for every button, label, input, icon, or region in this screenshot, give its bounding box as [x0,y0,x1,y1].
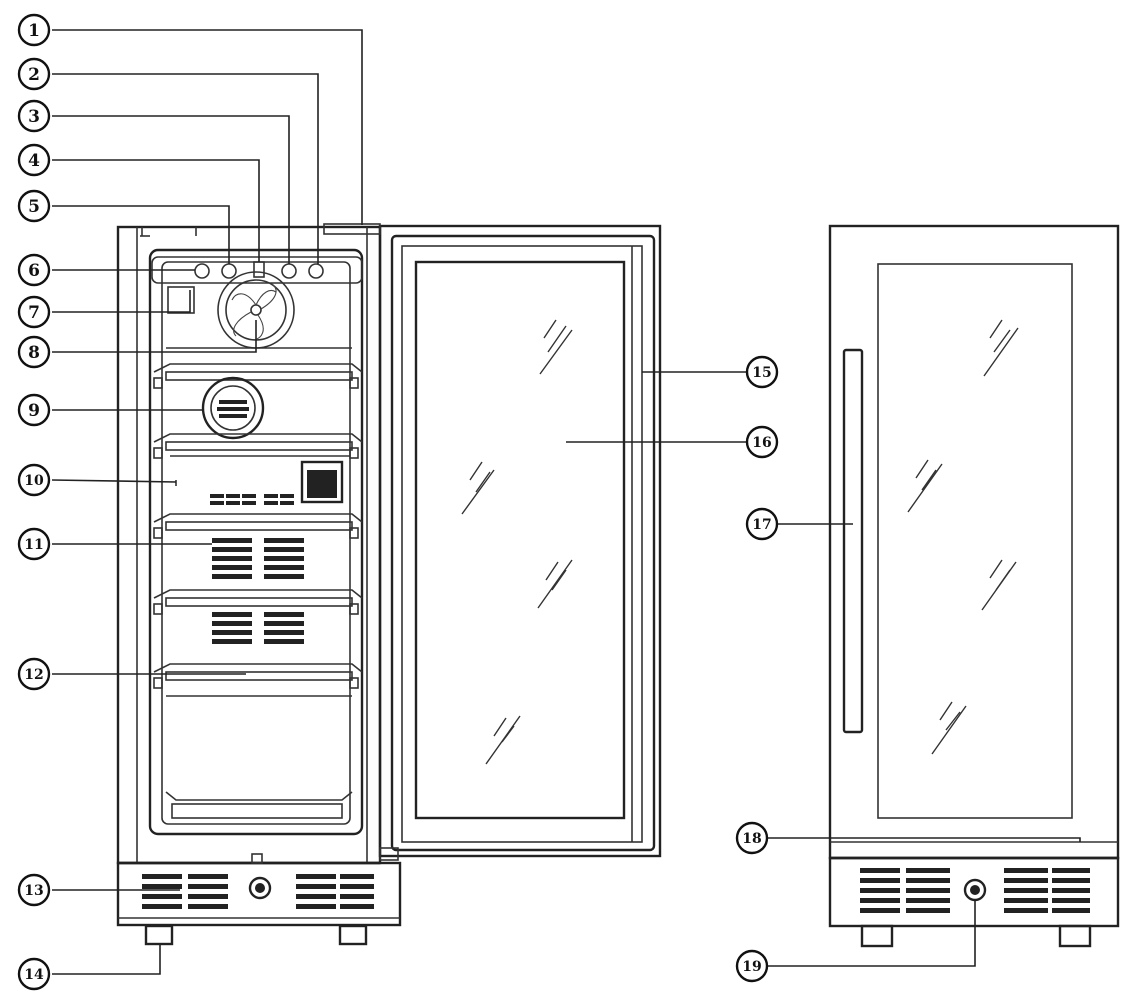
shelf-4 [153,589,363,615]
callout-6: 6 [17,253,51,287]
base-vent-grille [142,874,374,909]
callout-16: 16 [745,425,779,459]
callout-12: 12 [17,657,51,691]
svg-text:12: 12 [24,667,43,683]
lock-icon-right [963,878,987,902]
svg-text:4: 4 [28,151,40,171]
shelf-vent-grille-1 [212,538,304,579]
door-handle [842,348,864,734]
callout-7: 7 [17,295,51,329]
svg-text:7: 7 [28,303,40,323]
shelf-2 [153,433,363,459]
svg-text:13: 13 [24,883,43,899]
callout-4: 4 [17,143,51,177]
callout-5: 5 [17,189,51,223]
round-grille-icon [201,376,265,440]
svg-text:17: 17 [752,517,771,533]
callout-15: 15 [745,355,779,389]
open-door [323,223,662,861]
lock-icon [248,876,272,900]
top-hinge [323,223,381,235]
callout-19: 19 [735,949,769,983]
callout-11: 11 [17,527,51,561]
svg-text:10: 10 [24,473,44,489]
shelf-5 [153,663,363,689]
callout-10: 10 [17,463,51,497]
svg-text:19: 19 [742,959,761,975]
leader-lines [51,29,1081,975]
base-vent-grille-right [860,868,1090,913]
svg-text:18: 18 [742,831,761,847]
shelf-vent-grille-2 [212,612,304,644]
leveling-leg [144,924,174,946]
svg-text:3: 3 [28,107,40,127]
svg-text:6: 6 [28,261,40,281]
callout-13: 13 [17,873,51,907]
callout-14: 14 [17,957,51,991]
svg-text:1: 1 [28,21,40,41]
cabinet-front-closed [828,224,1120,948]
svg-text:11: 11 [24,537,43,553]
callout-1: 1 [17,13,51,47]
svg-text:15: 15 [752,365,771,381]
shelf-1 [153,363,363,389]
svg-text:16: 16 [752,435,771,451]
callout-9: 9 [17,393,51,427]
callout-18: 18 [735,821,769,855]
callout-2: 2 [17,57,51,91]
callout-17: 17 [745,507,779,541]
svg-text:14: 14 [24,967,44,983]
svg-text:8: 8 [28,343,40,363]
svg-text:2: 2 [28,65,40,85]
svg-text:9: 9 [28,401,40,421]
interior-light [167,286,195,314]
callout-3: 3 [17,99,51,133]
shelf-3 [153,513,363,539]
small-vents [210,494,294,505]
callout-8: 8 [17,335,51,369]
svg-text:5: 5 [28,197,40,217]
cabinet-front-open [116,225,402,946]
